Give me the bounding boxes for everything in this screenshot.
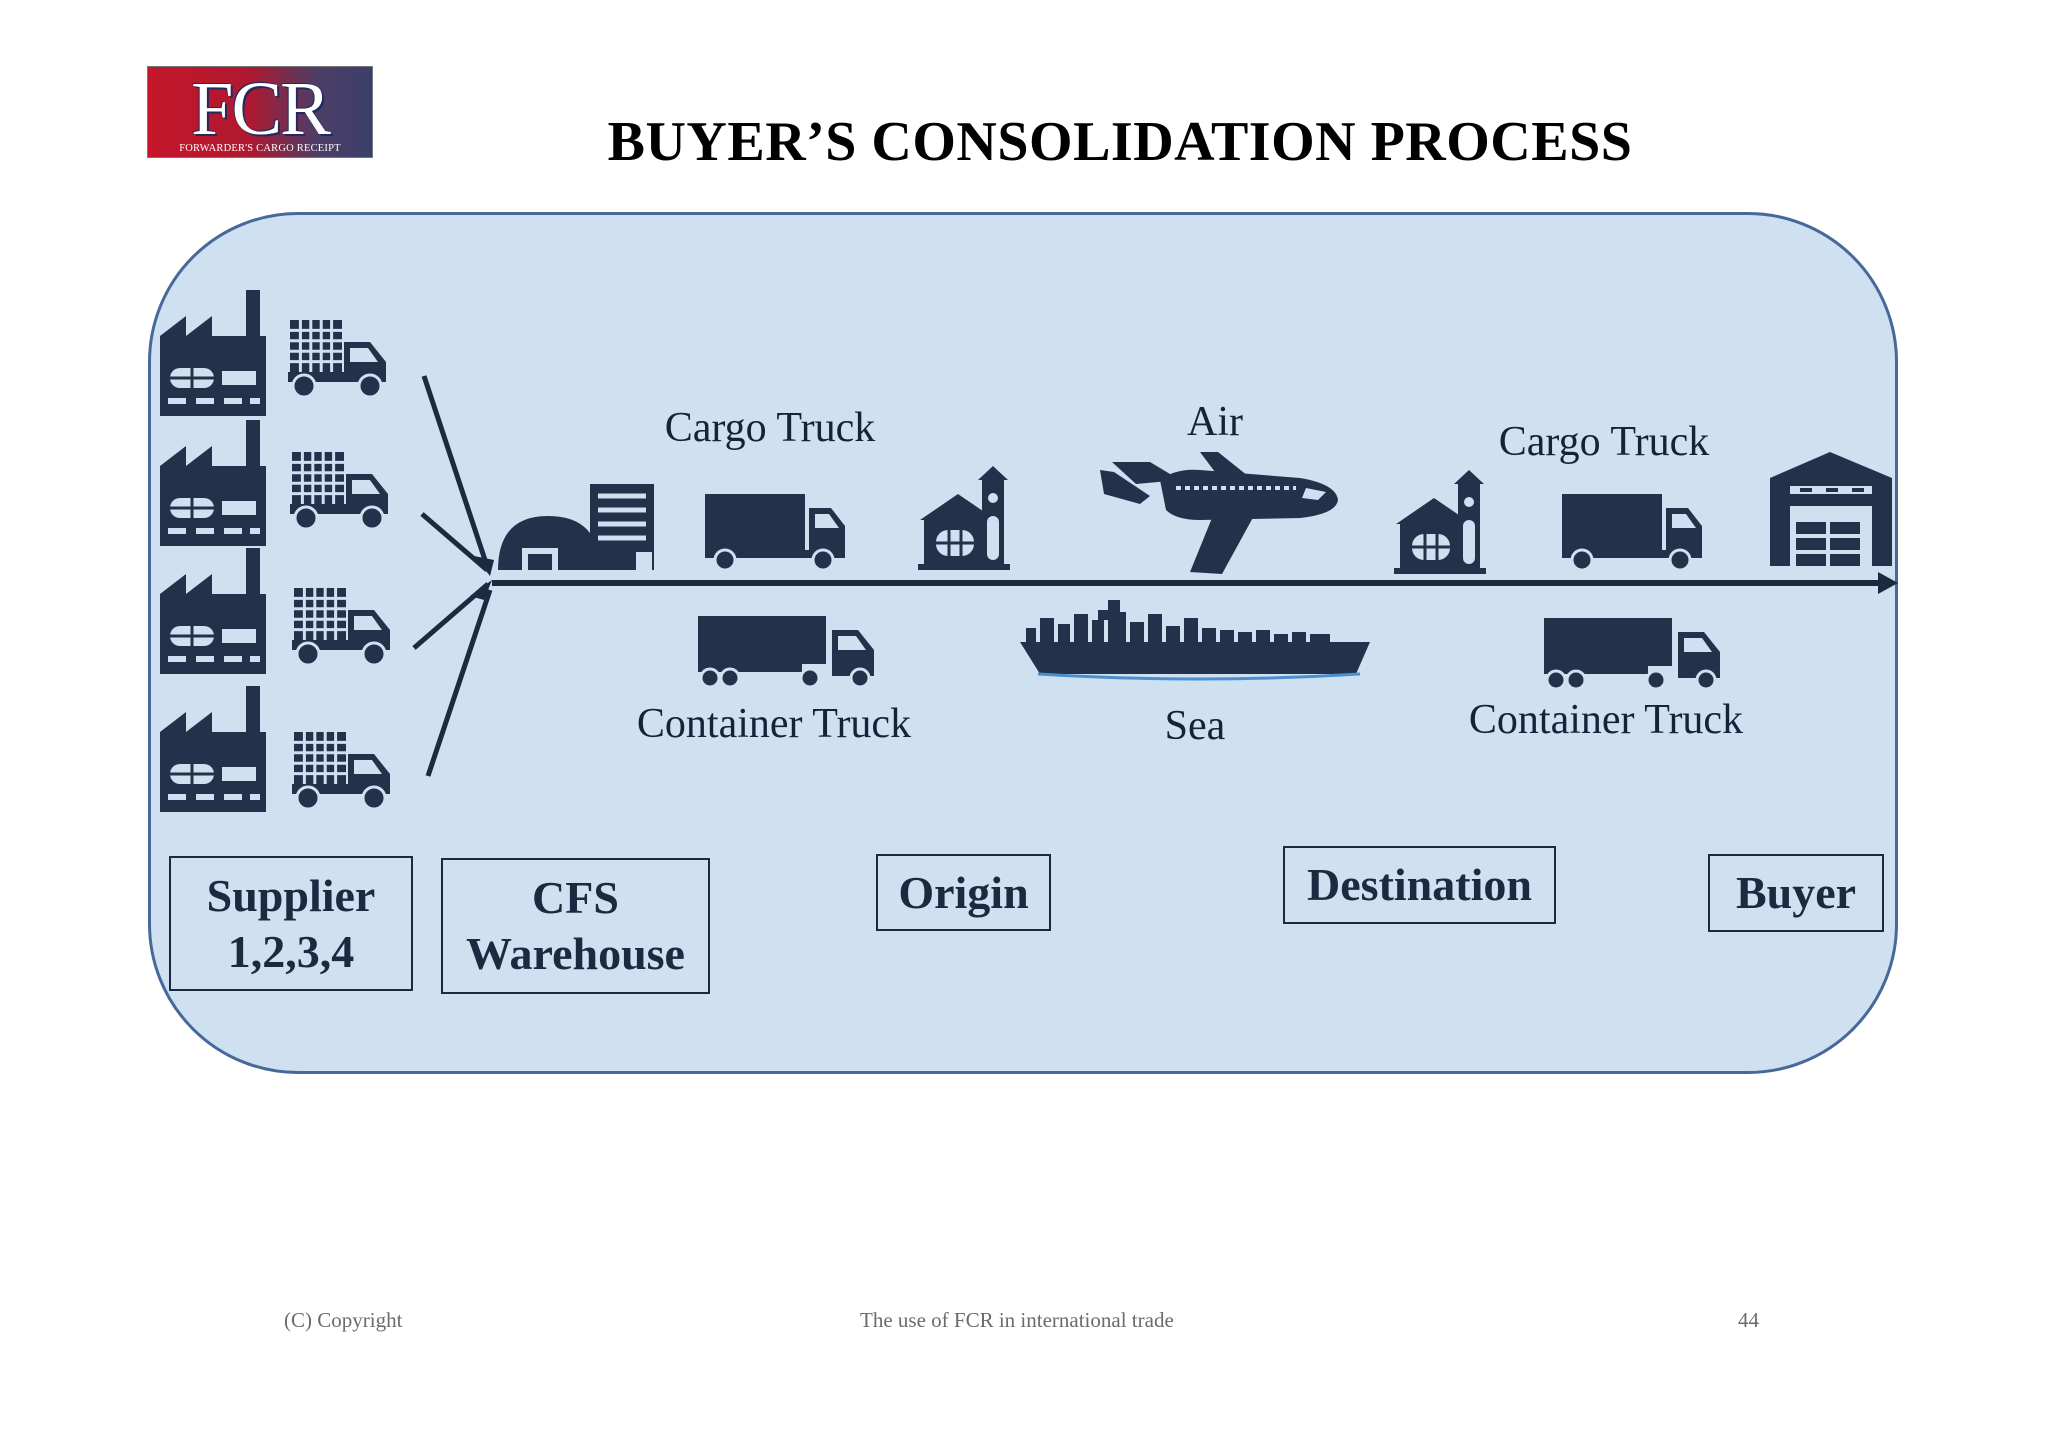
cfs-warehouse-stage-box: CFS Warehouse (441, 858, 710, 994)
container-truck-origin-label: Container Truck (636, 701, 912, 747)
logo-mark: FCR (191, 67, 331, 151)
supplier-stage-line1: Supplier (206, 869, 376, 921)
cfs-stage-line2: Warehouse (466, 928, 685, 979)
buyer-stage-box: Buyer (1708, 854, 1884, 932)
footer-copyright: (C) Copyright (284, 1308, 403, 1332)
page-title: BUYER’S CONSOLIDATION PROCESS (607, 111, 1633, 173)
page-number: 44 (1738, 1308, 1759, 1332)
cfs-stage-line1: CFS (532, 872, 619, 923)
footer-center-text: The use of FCR in international trade (860, 1308, 1174, 1332)
destination-stage-box: Destination (1283, 846, 1556, 924)
sea-label: Sea (1164, 703, 1226, 749)
origin-stage-box: Origin (876, 854, 1051, 931)
container-truck-destination-label: Container Truck (1468, 697, 1744, 743)
fcr-logo: FCR FORWARDER'S CARGO RECEIPT (147, 66, 373, 158)
cargo-truck-origin-label: Cargo Truck (664, 405, 876, 451)
supplier-stage-box: Supplier 1,2,3,4 (169, 856, 413, 991)
logo-tagline: FORWARDER'S CARGO RECEIPT (179, 143, 341, 154)
cargo-truck-destination-label: Cargo Truck (1498, 419, 1710, 465)
supplier-stage-line2: 1,2,3,4 (227, 925, 355, 977)
air-label: Air (1187, 399, 1243, 445)
